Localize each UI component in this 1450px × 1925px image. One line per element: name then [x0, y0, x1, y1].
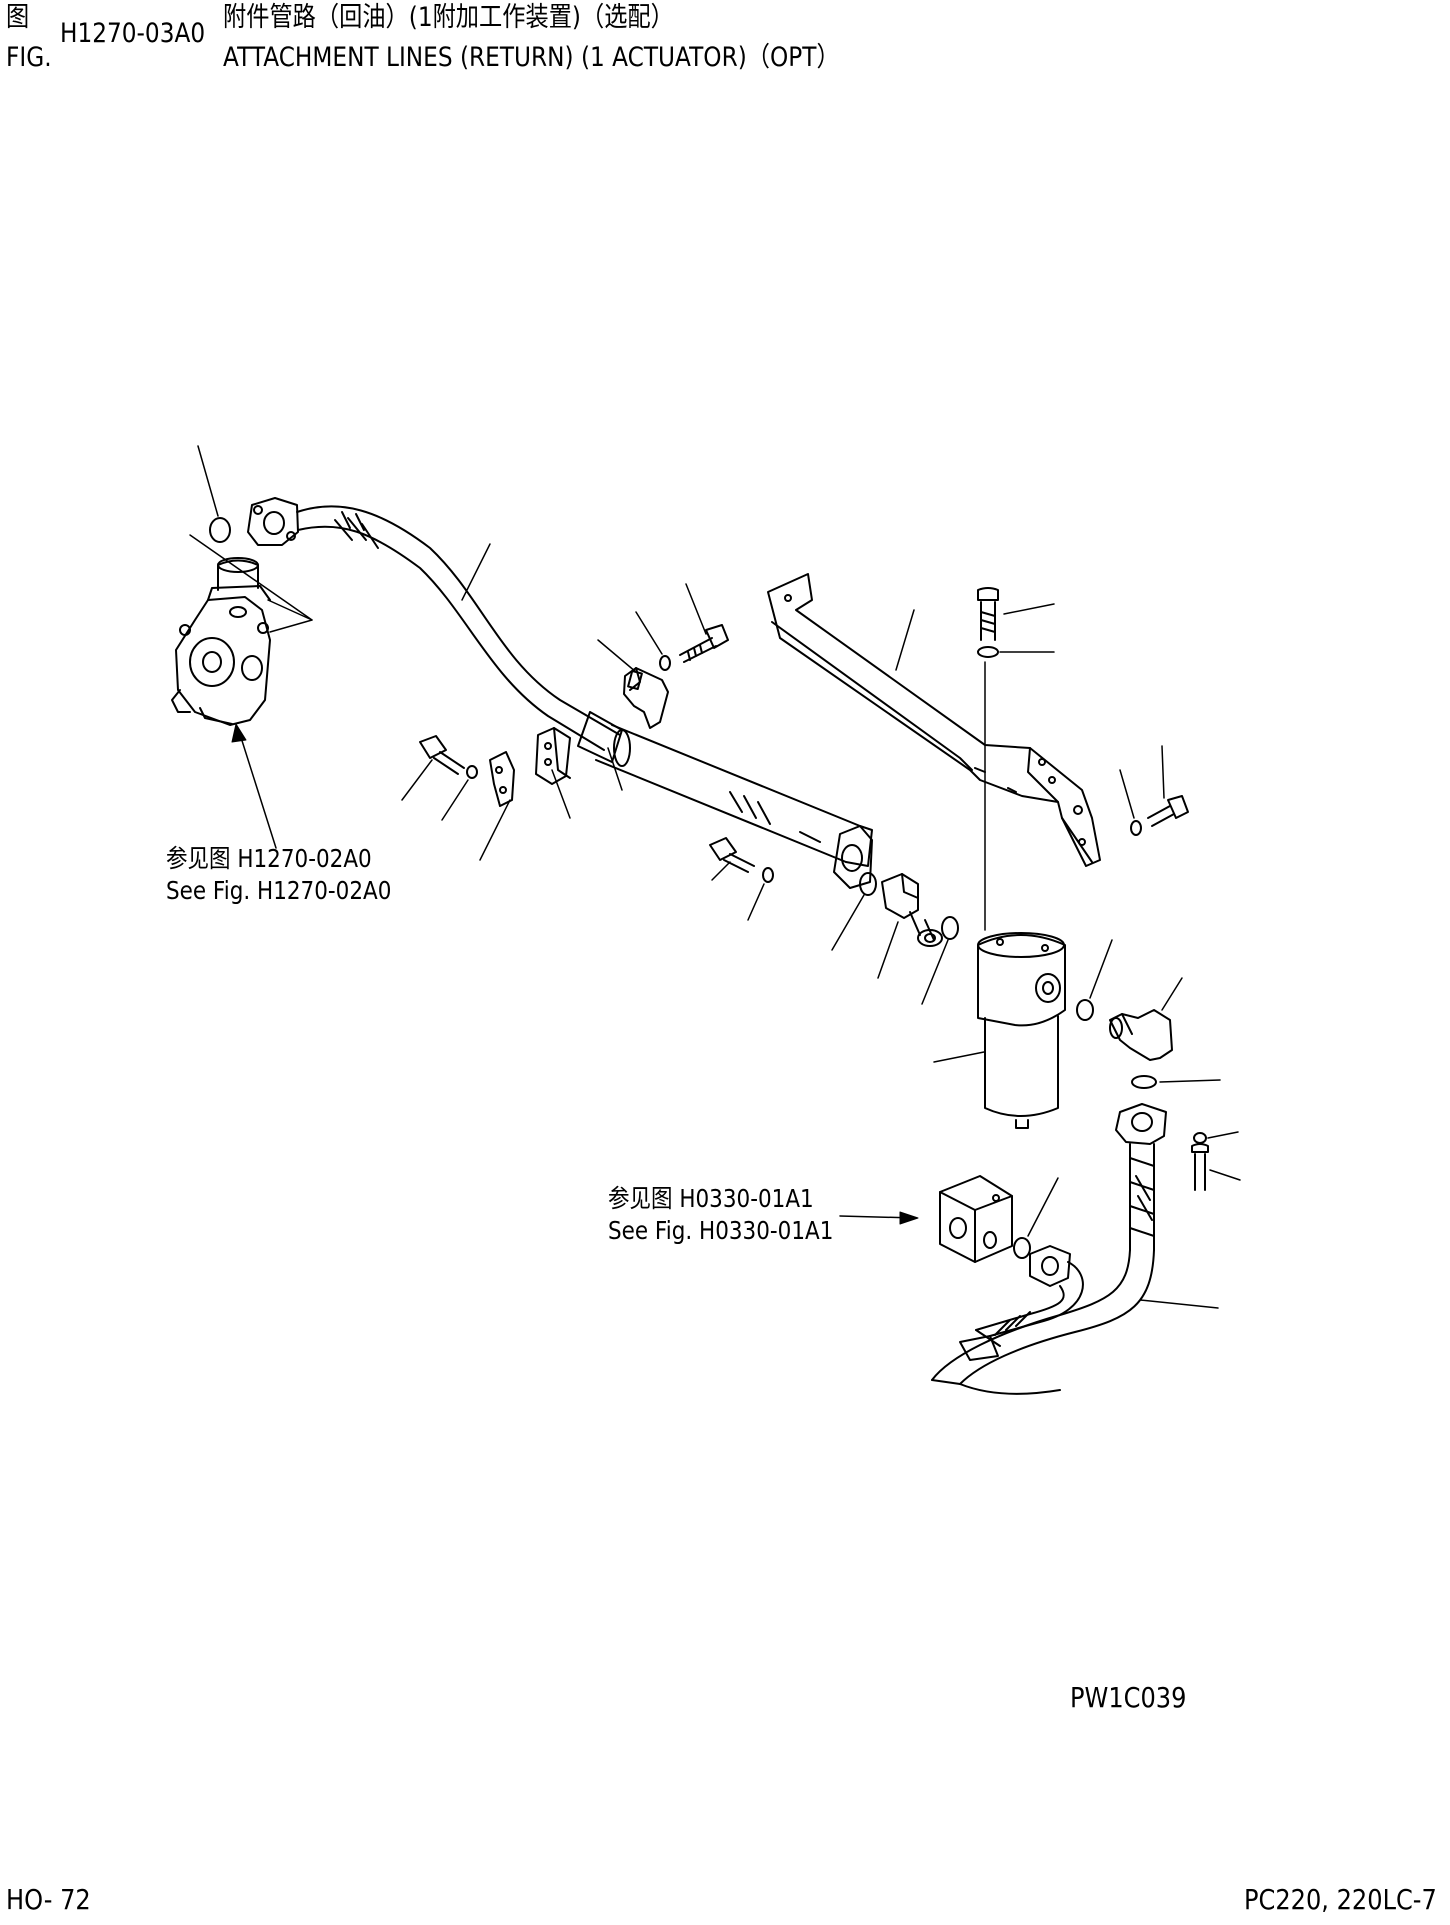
- leader-line: [552, 770, 570, 818]
- title-en: ATTACHMENT LINES (RETURN) (1 ACTUATOR)（O…: [223, 42, 840, 73]
- washer: [660, 656, 670, 670]
- washer: [1194, 1133, 1206, 1143]
- leader-line: [480, 800, 510, 860]
- reference-cn-2: 参见图 H0330-01A1: [608, 1184, 814, 1213]
- leader-line: [268, 600, 312, 620]
- mounting-bracket: [768, 574, 1100, 866]
- clamp: [624, 668, 668, 728]
- leader-line: [238, 728, 276, 848]
- leader-line: [1208, 1132, 1238, 1138]
- leader-line: [1160, 1080, 1220, 1082]
- o-ring: [942, 917, 958, 939]
- leader-line: [1140, 1300, 1218, 1308]
- short-hose: [932, 1104, 1166, 1394]
- bolt: [978, 588, 998, 640]
- small-bracket: [490, 752, 514, 806]
- o-ring: [1014, 1238, 1030, 1258]
- bracket-plate: [536, 728, 570, 784]
- fig-number: H1270-03A0: [60, 18, 206, 49]
- o-ring: [210, 518, 230, 542]
- return-hose: [248, 498, 872, 888]
- leader-line: [922, 940, 948, 1004]
- leader-line: [598, 640, 636, 672]
- leader-line: [636, 612, 662, 654]
- leader-line: [1210, 1170, 1240, 1180]
- leader-line: [934, 1052, 984, 1062]
- arrow: [900, 1212, 918, 1224]
- washer: [978, 647, 998, 657]
- washer: [1131, 821, 1141, 835]
- u-hose: [960, 1246, 1083, 1360]
- bolt: [1192, 1144, 1208, 1190]
- control-valve: [172, 558, 270, 725]
- bolt: [1148, 796, 1188, 826]
- leader-line: [1162, 746, 1164, 798]
- leader-line: [1162, 978, 1182, 1010]
- reference-en-1: See Fig. H1270-02A0: [166, 876, 392, 905]
- valve-block: [940, 1176, 1012, 1262]
- leader-line: [608, 748, 622, 790]
- o-ring: [860, 873, 876, 895]
- leader-line: [198, 446, 218, 516]
- leader-line: [832, 895, 864, 950]
- leader-line: [896, 610, 914, 670]
- leader-line: [1028, 1178, 1058, 1236]
- leader-line: [442, 780, 468, 820]
- reference-en-2: See Fig. H0330-01A1: [608, 1216, 834, 1245]
- leader-line: [712, 862, 730, 880]
- page-number: HO- 72: [6, 1883, 91, 1916]
- model-number: PC220, 220LC-7: [1244, 1883, 1437, 1916]
- leader-line: [462, 544, 490, 600]
- title-cn: 附件管路（回油）(1附加工作装置)（选配）: [223, 2, 674, 33]
- leader-line: [190, 535, 312, 632]
- arrow: [232, 724, 246, 742]
- reference-cn-1: 参见图 H1270-02A0: [166, 844, 372, 873]
- fig-label-en: FIG.: [6, 42, 52, 73]
- bolt: [680, 625, 728, 662]
- washer: [467, 766, 477, 778]
- leader-line: [686, 584, 706, 634]
- o-ring: [1132, 1076, 1156, 1088]
- leader-line: [1120, 770, 1134, 818]
- fig-label-cn: 图: [6, 2, 30, 33]
- leader-line: [402, 760, 432, 800]
- bolt: [420, 736, 464, 774]
- elbow-fitting: [1110, 1010, 1172, 1060]
- drawing-code: PW1C039: [1070, 1681, 1187, 1714]
- adapter: [882, 874, 942, 946]
- leader-line: [748, 884, 764, 920]
- leader-line: [1004, 604, 1054, 614]
- leader-line: [878, 922, 898, 978]
- o-ring: [1077, 1000, 1093, 1020]
- washer: [763, 868, 773, 882]
- bolt: [710, 838, 754, 872]
- leader-line: [1090, 940, 1112, 998]
- oil-filter: [978, 933, 1065, 1128]
